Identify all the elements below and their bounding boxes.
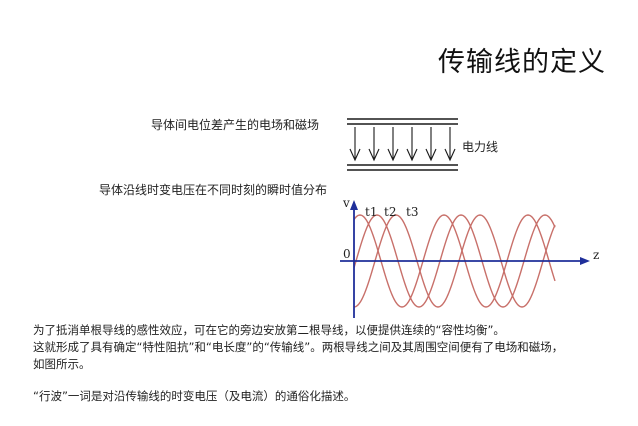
paragraph-line-2: 这就形成了具有确定“特性阻抗”和“电长度”的“传输线”。两根导线之间及其周围空间… xyxy=(33,340,564,354)
z-axis-arrow xyxy=(580,257,590,265)
voltage-waves xyxy=(353,214,556,308)
voltage-wave-t3 xyxy=(353,214,556,308)
field-arrow-head-5 xyxy=(425,148,437,162)
field-line-arrows xyxy=(349,127,456,162)
field-arrow-head-4 xyxy=(406,148,418,162)
conductor-field-figure xyxy=(347,118,458,171)
field-diagram-label: 导体间电位差产生的电场和磁场 xyxy=(151,118,320,132)
field-arrow-head-6 xyxy=(444,148,456,162)
time-label-t3: t3 xyxy=(406,205,418,219)
v-axis-label: v xyxy=(342,196,350,210)
explanation-paragraph: 为了抵消单根导线的感性效应，可在它的旁边安放第二根导线，以便提供连续的“容性均衡… xyxy=(33,322,623,373)
field-arrow-head-2 xyxy=(368,148,380,162)
origin-label: 0 xyxy=(343,247,351,261)
voltage-wave-t2 xyxy=(353,214,556,308)
field-line-label: 电力线 xyxy=(462,140,499,154)
field-arrow-head-3 xyxy=(387,148,399,162)
voltage-wave-t1 xyxy=(353,214,556,308)
time-label-t1: t1 xyxy=(365,205,377,219)
v-axis-arrow xyxy=(350,200,358,210)
traveling-wave-figure: v z 0 t1 t2 t3 xyxy=(340,196,599,318)
field-arrow-head-1 xyxy=(349,148,361,162)
wave-diagram-label: 导体沿线时变电压在不同时刻的瞬时值分布 xyxy=(99,183,328,197)
z-axis-label: z xyxy=(593,248,599,262)
paragraph-line-3: 如图所示。 xyxy=(33,357,91,371)
traveling-wave-note: “行波”一词是对沿传输线的时变电压（及电流）的通俗化描述。 xyxy=(33,389,356,403)
slide-title: 传输线的定义 xyxy=(438,47,606,78)
paragraph-line-1: 为了抵消单根导线的感性效应，可在它的旁边安放第二根导线，以便提供连续的“容性均衡… xyxy=(33,323,505,337)
time-label-t2: t2 xyxy=(384,205,396,219)
